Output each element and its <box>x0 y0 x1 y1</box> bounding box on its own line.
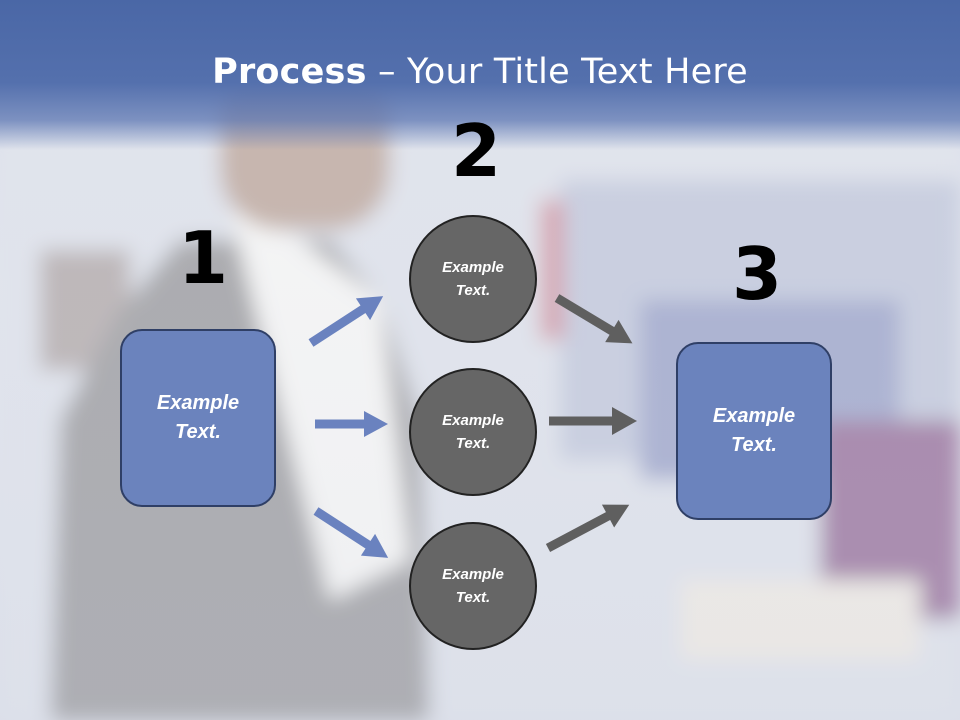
circle-middle-label: Example Text. <box>442 411 504 452</box>
circle-bottom-label: Example Text. <box>442 565 504 606</box>
step-number-1: 1 <box>178 216 229 300</box>
title-rest: – Your Title Text Here <box>366 52 748 92</box>
circle-middle: Example Text. <box>409 368 537 496</box>
circle-top-label: Example Text. <box>442 258 504 299</box>
step-box-3-label: Example Text. <box>712 405 796 456</box>
step-box-1: Example Text. <box>120 329 276 507</box>
circle-bottom: Example Text. <box>409 522 537 650</box>
header-band <box>0 0 960 150</box>
step-box-3: Example Text. <box>676 342 832 520</box>
circle-top: Example Text. <box>409 215 537 343</box>
step-number-2: 2 <box>451 109 502 193</box>
title-bold: Process <box>212 52 367 92</box>
step-box-1-label: Example Text. <box>156 392 240 443</box>
slide-title: Process – Your Title Text Here <box>0 52 960 92</box>
step-number-3: 3 <box>732 232 783 316</box>
